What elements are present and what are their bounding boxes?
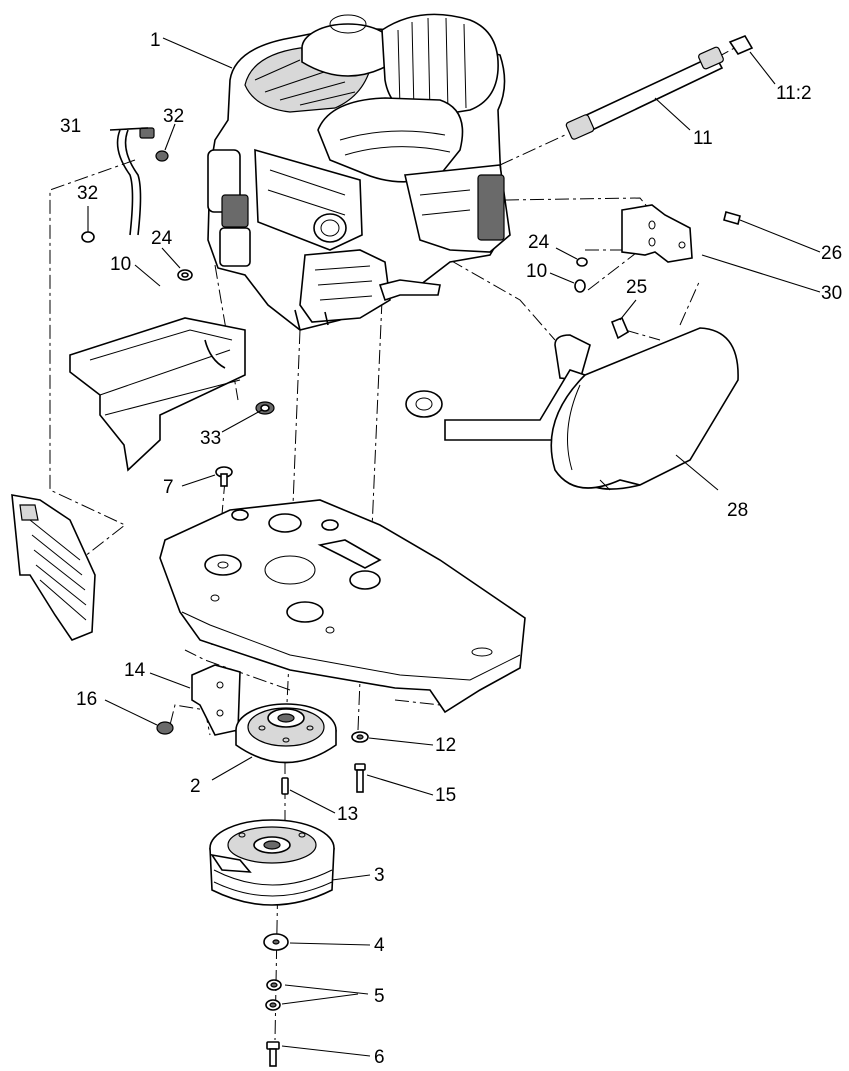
washers-5	[265, 979, 282, 1011]
nut-16	[156, 721, 174, 735]
callout-10-left: 10	[110, 254, 131, 275]
callout-2: 2	[190, 776, 201, 797]
leader-lines	[87, 37, 821, 1057]
callout-10-right: 10	[526, 261, 547, 282]
clutch	[209, 819, 335, 906]
muffler-bracket	[574, 204, 741, 340]
callout-12: 12	[435, 735, 456, 756]
callout-1: 1	[150, 30, 161, 51]
debris-guard	[11, 494, 96, 641]
callout-14: 14	[124, 660, 146, 681]
bracket-14	[191, 664, 241, 736]
muffler	[405, 327, 739, 491]
bolt-15	[354, 763, 366, 793]
callout-13: 13	[337, 804, 358, 825]
pulley	[235, 703, 337, 764]
engine	[109, 13, 511, 331]
bolt-7	[215, 466, 233, 487]
callout-31: 31	[60, 116, 81, 137]
hardware-left	[81, 150, 193, 281]
callout-7: 7	[163, 477, 174, 498]
bolt-6	[266, 1041, 280, 1067]
callout-25: 25	[626, 277, 647, 298]
callout-28: 28	[727, 500, 748, 521]
oil-line	[565, 35, 754, 140]
callout-4: 4	[374, 935, 385, 956]
washer-12	[351, 731, 369, 743]
engine-deck	[159, 499, 526, 714]
callout-32-lower: 32	[77, 183, 98, 204]
callout-3: 3	[374, 865, 385, 886]
callout-15: 15	[435, 785, 456, 806]
callout-32-upper: 32	[163, 106, 184, 127]
washer-4	[263, 933, 289, 951]
key-13	[281, 777, 289, 795]
callout-24-left: 24	[151, 228, 173, 249]
callout-33: 33	[200, 428, 221, 449]
bracket-left	[69, 317, 275, 472]
callout-26: 26	[821, 243, 842, 264]
callout-6: 6	[374, 1047, 385, 1068]
callout-24-right: 24	[528, 232, 550, 253]
callout-11: 11	[693, 128, 713, 149]
callout-5: 5	[374, 986, 385, 1007]
callout-11-2: 11:2	[776, 83, 812, 104]
callout-16: 16	[76, 689, 97, 710]
callouts: 1 31 32 32 24 10 33 7 11:2 11 24 10 26 3…	[60, 30, 842, 1068]
callout-30: 30	[821, 283, 842, 304]
